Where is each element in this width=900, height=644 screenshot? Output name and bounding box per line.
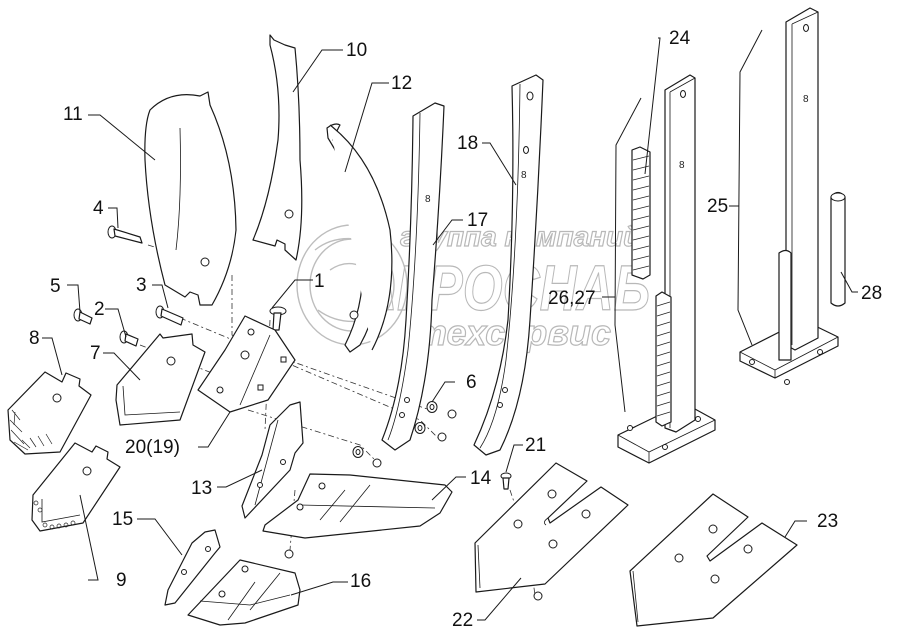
svg-text:8: 8 xyxy=(679,160,685,171)
callout-15: 15 xyxy=(112,509,134,530)
callout-11: 11 xyxy=(63,104,83,125)
part-7-share xyxy=(115,333,206,426)
callout-21: 21 xyxy=(525,435,547,456)
callout-3: 3 xyxy=(136,275,147,296)
part-9-share-beaded xyxy=(31,442,121,532)
callout-22: 22 xyxy=(452,610,474,631)
bolt-21 xyxy=(500,472,512,490)
bolt-5 xyxy=(73,308,93,325)
callout-18: 18 xyxy=(457,133,479,154)
bolt-1 xyxy=(269,306,287,331)
part-17-shank xyxy=(381,102,445,451)
part-10-carrier xyxy=(252,34,303,261)
callout-13: 13 xyxy=(191,478,213,499)
callout-4: 4 xyxy=(93,198,104,219)
callout-12: 12 xyxy=(391,73,413,94)
part-25-stand: 8 xyxy=(739,7,839,385)
part-11-mouldboard xyxy=(144,91,237,306)
part-24-hardfaced-bar xyxy=(631,146,672,427)
part-16-wing-small xyxy=(187,559,301,626)
callout-10: 10 xyxy=(346,40,368,61)
group-bracket-25 xyxy=(737,29,763,346)
part-18-shank xyxy=(473,74,544,456)
part-13-side-plate xyxy=(241,401,304,519)
callout-9: 9 xyxy=(116,570,127,591)
callout-7: 7 xyxy=(90,343,101,364)
callout-26-27: 26,27 xyxy=(548,288,596,309)
callout-24: 24 xyxy=(669,28,691,49)
callout-20-19: 20(19) xyxy=(125,437,180,458)
callout-5: 5 xyxy=(50,276,61,297)
callout-14: 14 xyxy=(470,468,492,489)
part-23-chisel-share xyxy=(629,493,798,627)
callout-16: 16 xyxy=(350,571,372,592)
callout-8: 8 xyxy=(29,328,40,349)
callout-28: 28 xyxy=(861,283,883,304)
callout-6: 6 xyxy=(466,372,477,393)
part-26-27-stand: 8 xyxy=(617,74,716,464)
callout-2: 2 xyxy=(94,299,105,320)
bolt-4 xyxy=(107,225,143,244)
part-8-share-hardfaced xyxy=(7,371,92,455)
svg-text:8: 8 xyxy=(425,194,431,205)
callout-1: 1 xyxy=(314,271,325,292)
bolt-3 xyxy=(155,305,184,326)
part-22-chisel-share xyxy=(474,462,629,593)
part-20-bracket xyxy=(197,315,296,413)
part-28-pin xyxy=(830,191,846,307)
callout-25: 25 xyxy=(707,196,729,217)
svg-text:8: 8 xyxy=(803,94,809,105)
callout-leaders xyxy=(42,37,858,621)
svg-text:8: 8 xyxy=(521,170,527,181)
group-bracket-26-27 xyxy=(614,97,642,413)
bolt-2 xyxy=(119,330,139,347)
callout-23: 23 xyxy=(817,511,839,532)
callout-17: 17 xyxy=(467,210,489,231)
